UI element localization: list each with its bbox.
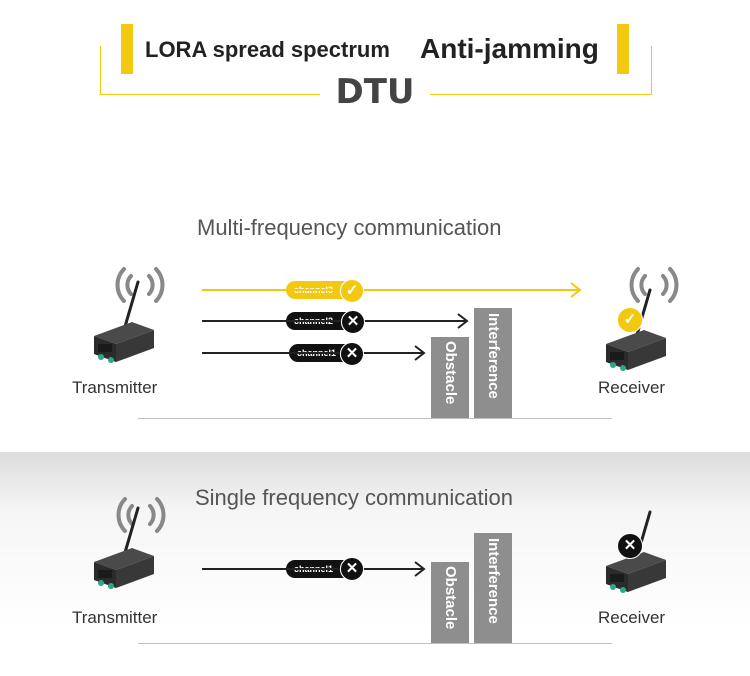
x-icon: ✕: [340, 342, 364, 366]
signal-waves-icon: [115, 267, 165, 303]
header-title-part2: Anti-jamming: [420, 33, 599, 64]
single-channel1-arrow: [202, 561, 426, 577]
single-receiver-label: Receiver: [598, 608, 666, 627]
multi-section-title: Multi-frequency communication: [197, 215, 502, 240]
multi-channel2-arrow: [202, 313, 469, 329]
signal-waves-icon: [116, 497, 166, 533]
single-transmitter-label: Transmitter: [72, 608, 158, 627]
multi-channel3-arrow: [202, 282, 582, 298]
multi-ground-line: [138, 418, 612, 419]
header-frame-gap: [101, 44, 649, 48]
header-subtitle: DTU: [320, 72, 430, 112]
multi-obstacle-block: Obstacle: [431, 337, 469, 418]
receiver-x-icon: ✕: [617, 533, 643, 559]
header-left-bar: [121, 24, 133, 74]
single-ground-line: [138, 643, 612, 644]
header-right-bar: [617, 24, 629, 74]
multi-channel1-arrow: [202, 345, 426, 361]
check-icon: ✓: [340, 279, 364, 303]
dtu-device-icon: [92, 280, 156, 365]
header-title-part1: LORA spread spectrum: [145, 37, 390, 62]
x-icon: ✕: [341, 310, 365, 334]
multi-interference-block: Interference: [474, 308, 512, 418]
multi-transmitter-label: Transmitter: [72, 378, 158, 397]
multi-receiver-label: Receiver: [598, 378, 666, 397]
single-obstacle-block: Obstacle: [431, 562, 469, 643]
receiver-check-icon: ✓: [617, 307, 643, 333]
dtu-device-icon: [92, 506, 156, 591]
single-section-title: Single frequency communication: [195, 485, 513, 510]
single-interference-block: Interference: [474, 533, 512, 643]
signal-waves-icon: [629, 267, 679, 303]
x-icon: ✕: [340, 557, 364, 581]
